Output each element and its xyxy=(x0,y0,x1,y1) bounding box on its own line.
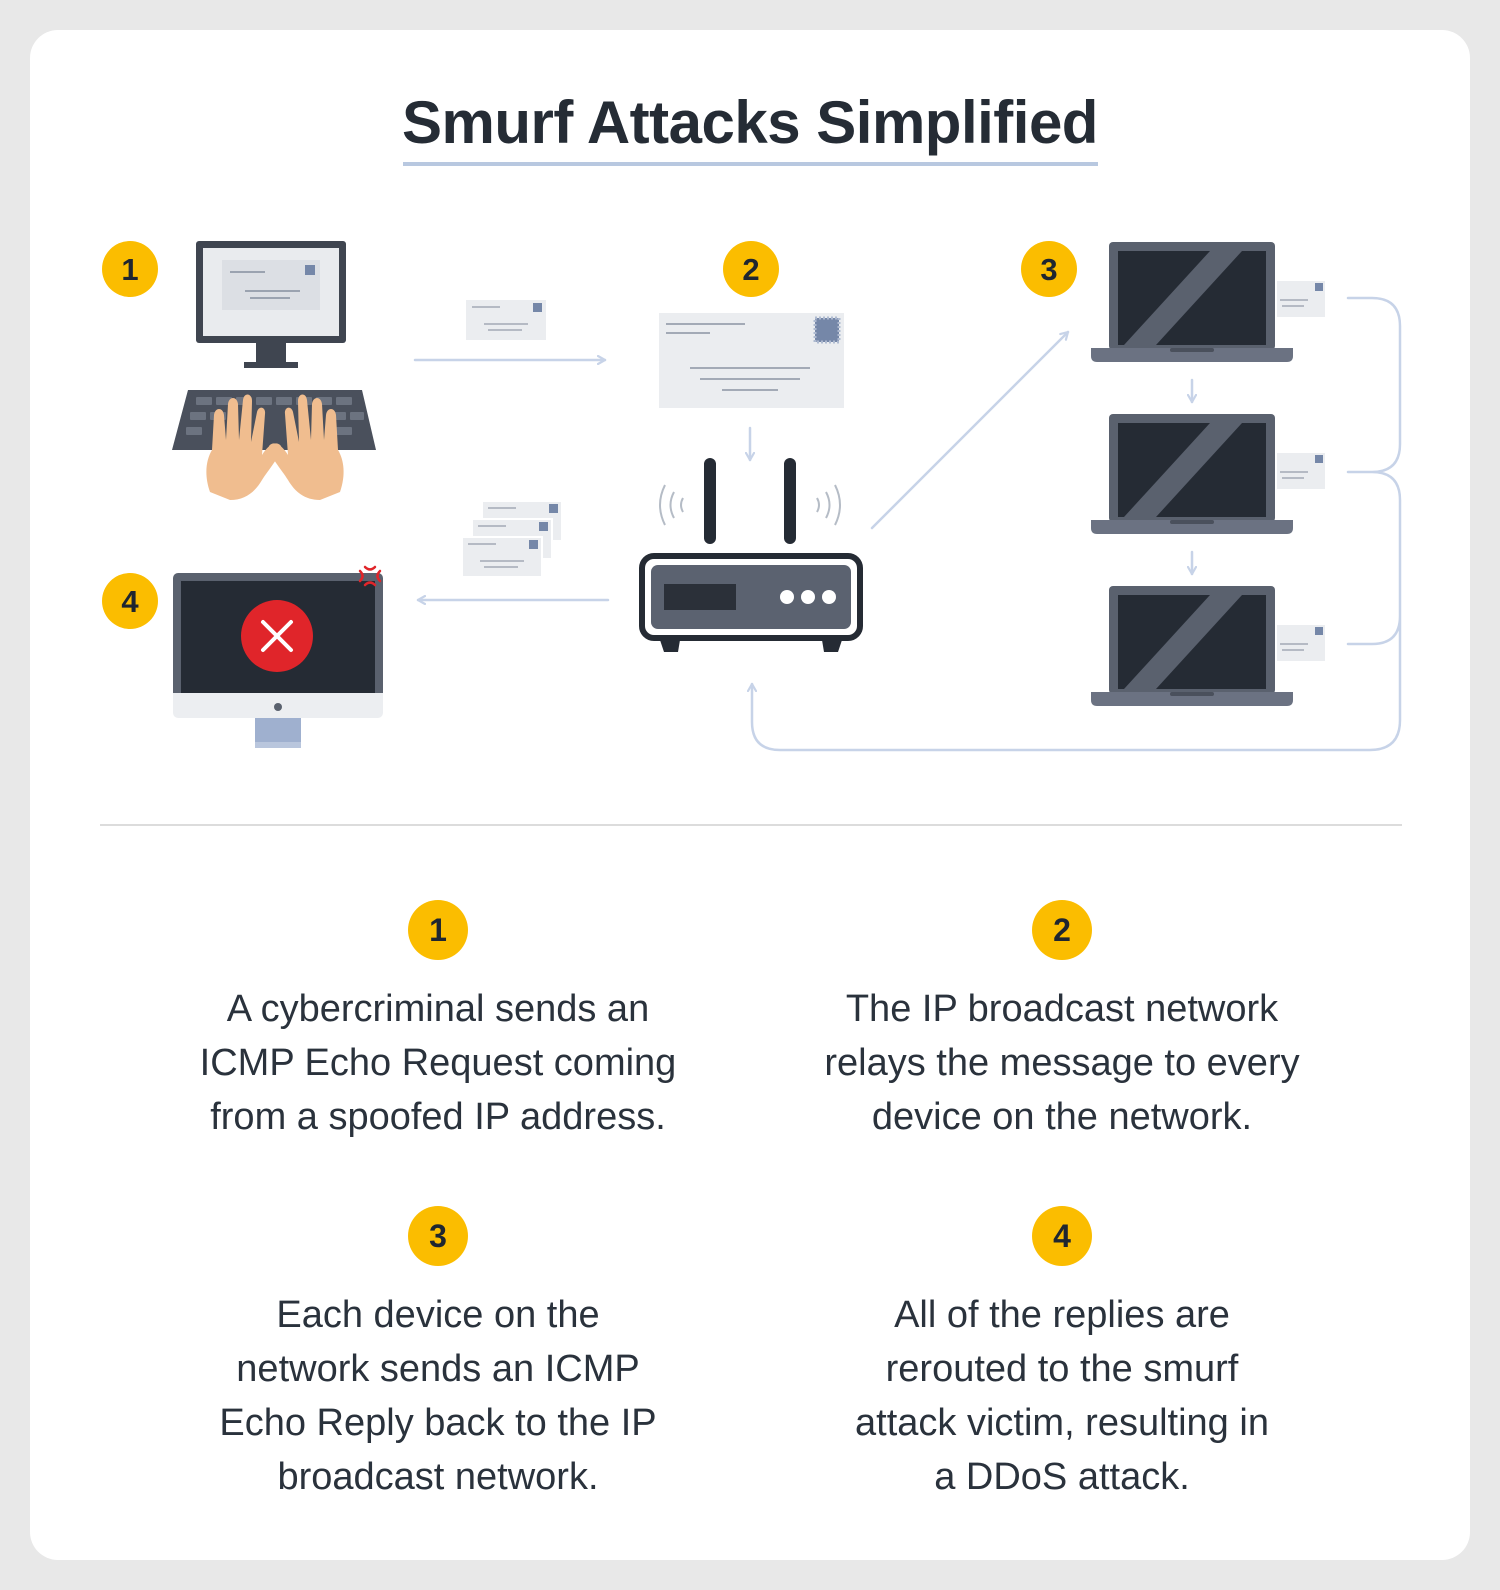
svg-text:1: 1 xyxy=(121,252,138,287)
icmp-request-envelope-icon xyxy=(659,313,844,408)
laptop-icon xyxy=(1091,586,1327,706)
arrow-router-to-devices xyxy=(870,330,1070,530)
reply-envelopes-icon xyxy=(461,500,563,578)
wifi-router-icon xyxy=(639,458,863,652)
laptop-icon xyxy=(1091,242,1327,362)
svg-text:4: 4 xyxy=(121,584,139,619)
flow-arrows xyxy=(413,296,1402,752)
diagram-badges: 1 2 3 4 xyxy=(102,241,1077,629)
section-divider xyxy=(100,824,1402,826)
step-3: 3 Each device on the network sends an IC… xyxy=(158,1206,718,1504)
svg-text:2: 2 xyxy=(742,252,759,287)
page-title: Smurf Attacks Simplified xyxy=(402,89,1098,156)
step-description: All of the replies are rerouted to the s… xyxy=(855,1294,1269,1498)
badge-4: 4 xyxy=(102,573,158,629)
alert-burst-icon xyxy=(358,565,382,587)
step-2: 2 The IP broadcast network relays the me… xyxy=(782,900,1342,1144)
monitor-with-error-icon xyxy=(173,565,383,748)
badge-2: 2 xyxy=(723,241,779,297)
step-description: A cybercriminal sends an ICMP Echo Reque… xyxy=(199,988,677,1138)
step-number-badge: 1 xyxy=(408,900,468,960)
step-number-badge: 2 xyxy=(1032,900,1092,960)
desktop-computer-with-keyboard-and-hands-icon xyxy=(172,241,376,500)
svg-text:3: 3 xyxy=(1040,252,1057,287)
step-4: 4 All of the replies are rerouted to the… xyxy=(782,1206,1342,1504)
step-description: Each device on the network sends an ICMP… xyxy=(219,1294,657,1498)
envelope-icon xyxy=(466,300,546,340)
badge-3: 3 xyxy=(1021,241,1077,297)
replies-bracket-path xyxy=(752,296,1402,752)
smurf-attack-diagram: 1 2 3 4 xyxy=(102,241,1402,752)
laptop-icon xyxy=(1091,414,1327,534)
badge-1: 1 xyxy=(102,241,158,297)
step-number-badge: 3 xyxy=(408,1206,468,1266)
step-number-badge: 4 xyxy=(1032,1206,1092,1266)
step-description: The IP broadcast network relays the mess… xyxy=(824,988,1300,1138)
step-1: 1 A cybercriminal sends an ICMP Echo Req… xyxy=(158,900,718,1144)
title-underline xyxy=(403,162,1098,166)
